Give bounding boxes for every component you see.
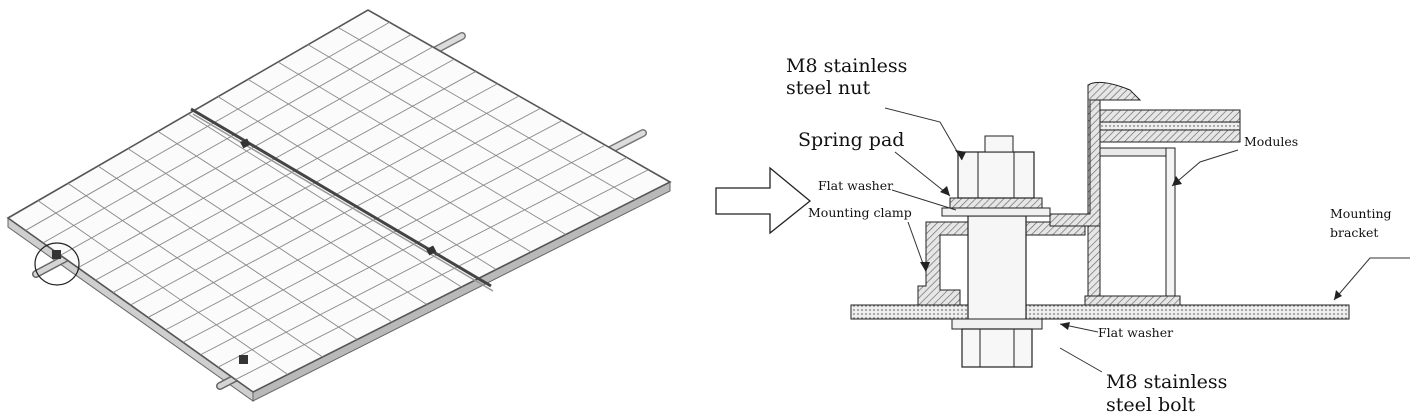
view-direction-arrow — [715, 166, 812, 235]
flat-washer-bottom — [951, 318, 1043, 330]
solar-panel-isometric-view — [6, 9, 672, 402]
spring-pad — [949, 197, 1043, 209]
leader-arrowheads — [920, 150, 1342, 330]
flat-washer-top — [941, 207, 1051, 217]
label-mounting-clamp: Mounting clamp — [808, 205, 912, 220]
bolt-shank — [967, 215, 1027, 329]
detail-highlight-circle — [34, 242, 80, 286]
label-flat-washer-top: Flat washer — [818, 178, 893, 193]
label-spring-pad: Spring pad — [798, 129, 904, 151]
mounting-bracket — [850, 304, 1350, 320]
stainless-steel-bolt-head — [961, 328, 1033, 368]
label-nut-line2: steel nut — [786, 77, 870, 99]
label-bracket-line2: bracket — [1330, 225, 1378, 240]
clamp-cross-section: M8 stainless steel nut Spring pad Flat w… — [715, 55, 1410, 416]
label-modules: Modules — [1244, 134, 1298, 149]
stainless-steel-nut — [957, 135, 1035, 199]
label-bracket-line1: Mounting — [1330, 206, 1392, 221]
label-nut-line1: M8 stainless — [786, 55, 907, 77]
label-bolt-line1: M8 stainless — [1106, 371, 1227, 393]
module-laminate — [1093, 109, 1241, 143]
mounting-clamp — [917, 99, 1101, 306]
label-bolt-line2: steel bolt — [1106, 394, 1196, 416]
panel-clamps — [52, 138, 437, 364]
label-flat-washer-bottom: Flat washer — [1098, 325, 1173, 340]
